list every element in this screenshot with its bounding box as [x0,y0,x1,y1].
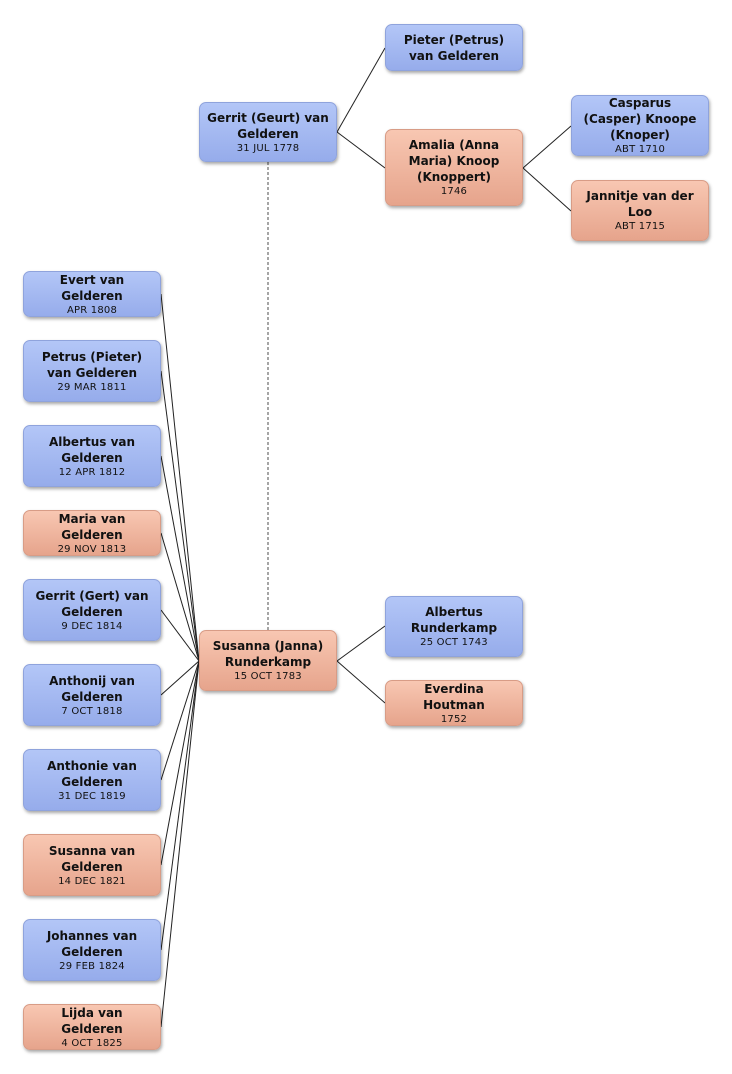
person-card-susanna-janna[interactable]: Susanna (Janna) Runderkamp 15 OCT 1783 [199,630,337,691]
person-date: 31 DEC 1819 [58,790,126,802]
child-line [160,660,200,1028]
parent-line [336,625,386,662]
person-name: Maria van Gelderen [58,511,126,542]
person-date: APR 1808 [66,304,118,316]
person-name: Anthonij van Gelderen [49,673,135,704]
child-card-anthonie[interactable]: Anthonie van Gelderen 31 DEC 1819 [23,749,161,811]
person-name: Amalia (Anna Maria) Knoop (Knoppert) [408,138,500,184]
person-name: Pieter (Petrus) van Gelderen [403,32,505,63]
person-card-everdina[interactable]: Everdina Houtman 1752 [385,680,523,726]
person-date: 7 OCT 1818 [61,705,123,717]
person-name: Everdina Houtman [423,681,485,712]
person-name: Casparus (Casper) Knoope (Knoper) [583,96,697,142]
parent-line [522,125,572,169]
child-card-susanna[interactable]: Susanna van Gelderen 14 DEC 1821 [23,834,161,896]
person-name: Jannitje van der Loo [586,189,694,219]
child-line [160,370,200,662]
child-line [160,660,200,866]
parent-line [336,47,386,133]
child-line [160,660,200,696]
child-card-anthonij[interactable]: Anthonij van Gelderen 7 OCT 1818 [23,664,161,726]
parent-line [522,167,572,212]
person-name: Susanna van Gelderen [48,843,136,874]
child-card-lijda[interactable]: Lijda van Gelderen 4 OCT 1825 [23,1004,161,1050]
parent-line [336,131,386,169]
child-card-maria[interactable]: Maria van Gelderen 29 NOV 1813 [23,510,161,556]
person-name: Albertus Runderkamp [410,605,498,635]
child-card-evert[interactable]: Evert van Gelderen APR 1808 [23,271,161,317]
person-date: 29 MAR 1811 [57,381,127,393]
person-date: 12 APR 1812 [58,466,126,478]
person-date: 1746 [440,186,468,197]
person-date: 1752 [440,713,468,725]
child-card-johannes[interactable]: Johannes van Gelderen 29 FEB 1824 [23,919,161,981]
child-card-gerrit-gert[interactable]: Gerrit (Gert) van Gelderen 9 DEC 1814 [23,579,161,641]
person-card-jannitje[interactable]: Jannitje van der Loo ABT 1715 [571,180,709,241]
person-card-casparus[interactable]: Casparus (Casper) Knoope (Knoper) ABT 17… [571,95,709,156]
person-card-albertus-runderkamp[interactable]: Albertus Runderkamp 25 OCT 1743 [385,596,523,657]
person-card-pieter-petrus[interactable]: Pieter (Petrus) van Gelderen [385,24,523,71]
person-name: Gerrit (Geurt) van Gelderen [207,110,329,141]
child-card-albertus[interactable]: Albertus van Gelderen 12 APR 1812 [23,425,161,487]
person-name: Albertus van Gelderen [48,434,136,465]
person-card-gerrit-geurt[interactable]: Gerrit (Geurt) van Gelderen 31 JUL 1778 [199,102,337,162]
person-date: 29 FEB 1824 [59,960,125,972]
child-line [160,532,200,662]
person-date: 4 OCT 1825 [61,1037,123,1049]
person-date: ABT 1710 [614,144,666,155]
person-date: 25 OCT 1743 [420,637,488,648]
child-card-petrus-pieter[interactable]: Petrus (Pieter) van Gelderen 29 MAR 1811 [23,340,161,402]
person-date: 9 DEC 1814 [61,620,123,632]
person-date: 31 JUL 1778 [236,142,300,154]
child-line [160,660,200,781]
person-name: Lijda van Gelderen [61,1005,123,1036]
person-date: 29 NOV 1813 [57,543,127,555]
person-name: Evert van Gelderen [59,272,125,303]
person-name: Anthonie van Gelderen [47,758,137,789]
person-name: Susanna (Janna) Runderkamp [212,639,324,669]
child-line [160,660,200,951]
person-card-amalia[interactable]: Amalia (Anna Maria) Knoop (Knoppert) 174… [385,129,523,206]
person-name: Gerrit (Gert) van Gelderen [35,588,149,619]
person-date: 14 DEC 1821 [58,875,126,887]
parent-line [336,660,386,704]
child-line [160,609,200,662]
person-date: 15 OCT 1783 [234,671,302,682]
child-line [160,455,200,662]
person-name: Petrus (Pieter) van Gelderen [41,349,143,380]
person-name: Johannes van Gelderen [46,928,138,959]
person-date: ABT 1715 [614,221,666,232]
child-line [160,293,200,662]
